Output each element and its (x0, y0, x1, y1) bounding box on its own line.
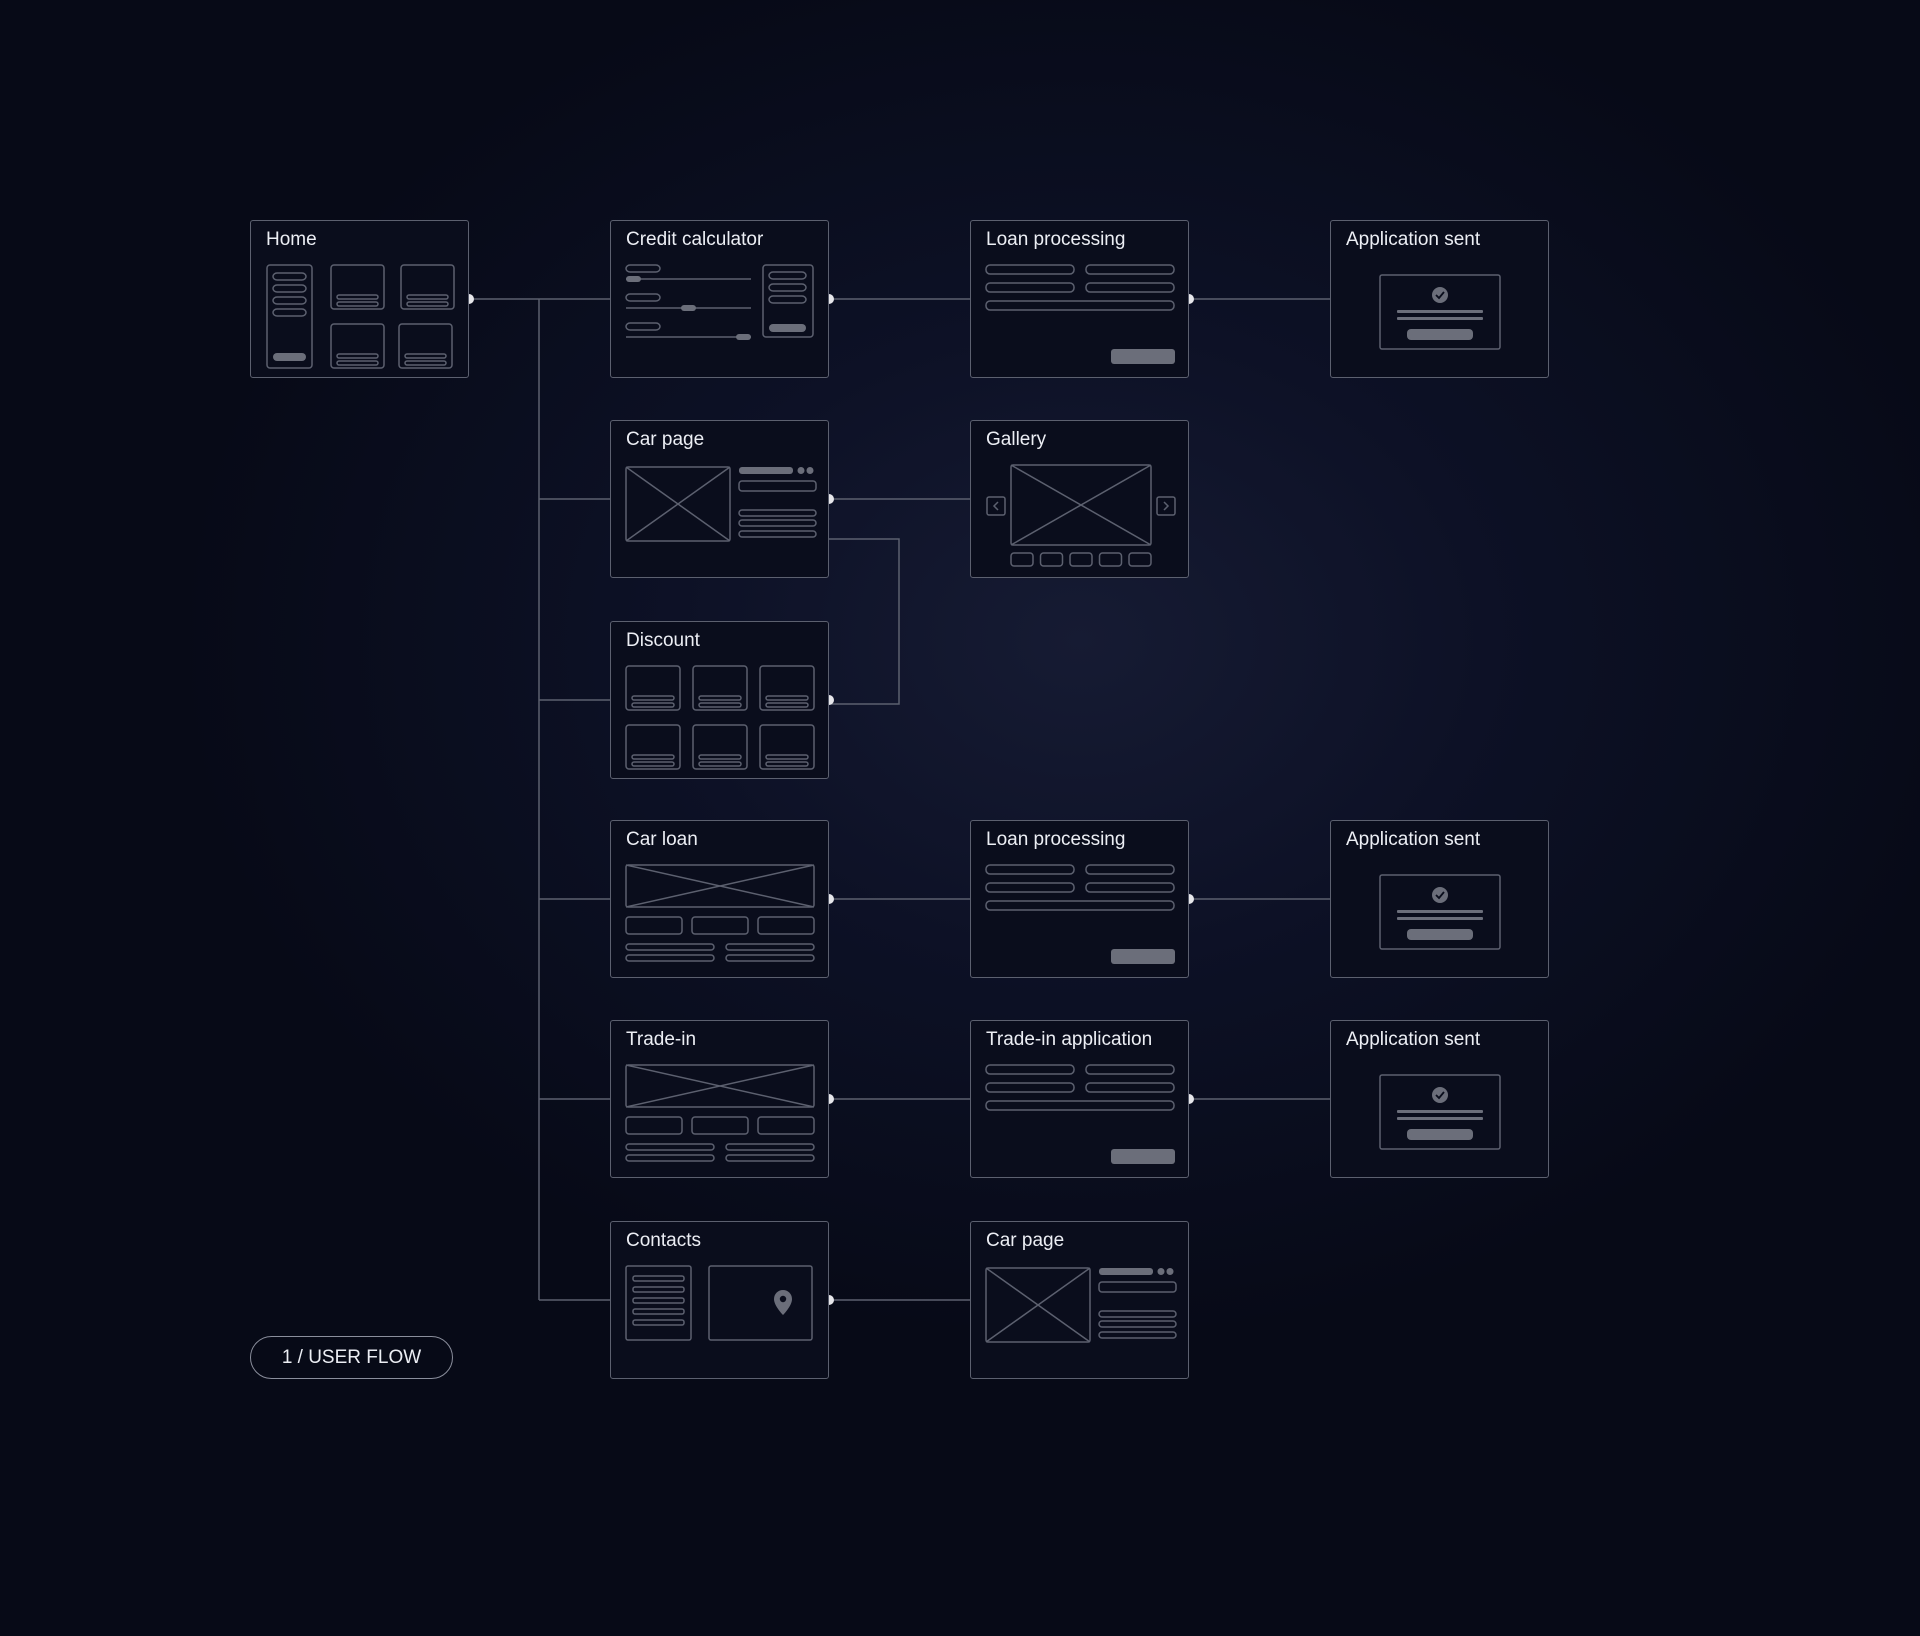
wide-wireframe-thumbnail (625, 864, 815, 962)
carpage-wireframe-thumbnail (625, 466, 817, 542)
node-car-loan[interactable]: Car loan (610, 820, 829, 978)
home-wireframe-thumbnail (266, 264, 455, 369)
connector-dot (1189, 894, 1194, 904)
node-title: Application sent (1346, 1029, 1481, 1050)
connector-dot (829, 1295, 834, 1305)
node-title: Application sent (1346, 229, 1481, 250)
connector-dot (829, 894, 834, 904)
connector-dot (1189, 1094, 1194, 1104)
form-wireframe-thumbnail (985, 264, 1175, 364)
calc-wireframe-thumbnail (625, 264, 814, 340)
connector-dot (469, 294, 474, 304)
form-wireframe-thumbnail (985, 864, 1175, 964)
node-title: Loan processing (986, 229, 1126, 250)
gallery-wireframe-thumbnail (986, 464, 1176, 567)
discount-wireframe-thumbnail (625, 665, 815, 770)
node-title: Car loan (626, 829, 698, 850)
node-trade-in-application[interactable]: Trade-in application (970, 1020, 1189, 1178)
node-contacts[interactable]: Contacts (610, 1221, 829, 1379)
node-application-sent[interactable]: Application sent (1330, 220, 1549, 378)
node-loan-processing[interactable]: Loan processing (970, 220, 1189, 378)
node-discount[interactable]: Discount (610, 621, 829, 779)
node-title: Discount (626, 630, 700, 651)
node-title: Trade-in (626, 1029, 697, 1050)
node-credit-calculator[interactable]: Credit calculator (610, 220, 829, 378)
node-title: Home (266, 229, 317, 250)
node-title: Car page (626, 429, 705, 450)
node-car-page[interactable]: Car page (610, 420, 829, 578)
node-title: Car page (986, 1230, 1065, 1251)
sent-wireframe-thumbnail (1379, 1074, 1501, 1150)
node-title: Application sent (1346, 829, 1481, 850)
node-gallery[interactable]: Gallery (970, 420, 1189, 578)
node-car-page[interactable]: Car page (970, 1221, 1189, 1379)
node-title: Trade-in application (986, 1029, 1153, 1050)
contacts-wireframe-thumbnail (625, 1265, 813, 1341)
node-application-sent[interactable]: Application sent (1330, 820, 1549, 978)
node-home[interactable]: Home (250, 220, 469, 378)
node-title: Contacts (626, 1230, 701, 1251)
node-title: Gallery (986, 429, 1047, 450)
sent-wireframe-thumbnail (1379, 874, 1501, 950)
node-title: Loan processing (986, 829, 1126, 850)
wide-wireframe-thumbnail (625, 1064, 815, 1162)
connector-dot (1189, 294, 1194, 304)
connector-dot (829, 494, 834, 504)
node-title: Credit calculator (626, 229, 764, 250)
connector-dot (829, 695, 834, 705)
node-trade-in[interactable]: Trade-in (610, 1020, 829, 1178)
node-application-sent[interactable]: Application sent (1330, 1020, 1549, 1178)
sent-wireframe-thumbnail (1379, 274, 1501, 350)
connector-dot (829, 294, 834, 304)
form-wireframe-thumbnail (985, 1064, 1175, 1164)
diagram-label-badge: 1 / USER FLOW (250, 1336, 453, 1379)
edge-car-page-to-discount (829, 538, 900, 705)
node-loan-processing[interactable]: Loan processing (970, 820, 1189, 978)
connector-dot (829, 1094, 834, 1104)
carpage-wireframe-thumbnail (985, 1267, 1177, 1343)
